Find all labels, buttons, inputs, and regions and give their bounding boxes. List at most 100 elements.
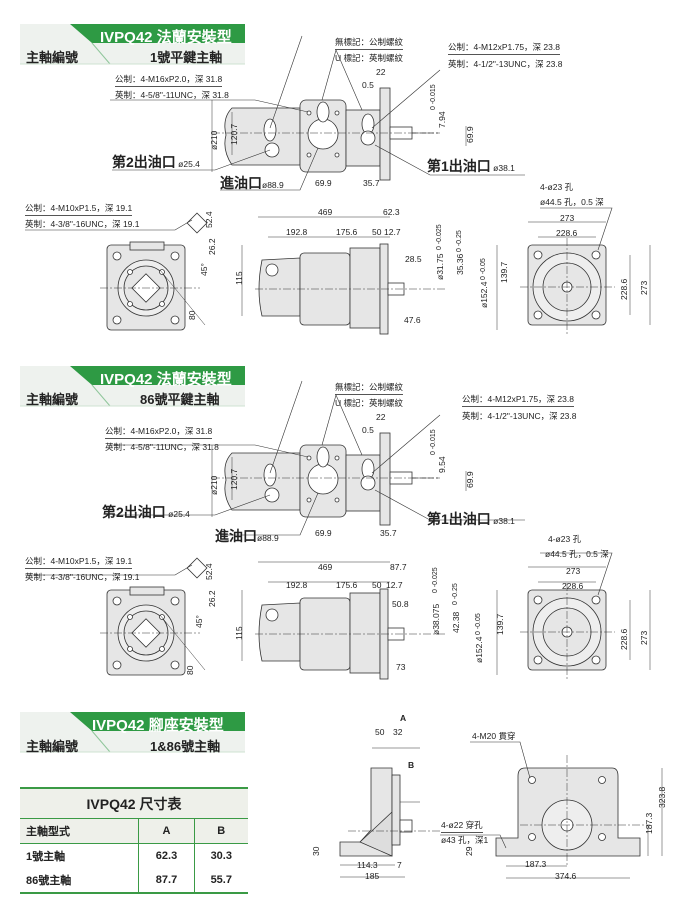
dim: 469 (318, 562, 333, 572)
dim: 228.6 (619, 628, 629, 650)
inlet-label: 進油口 (220, 175, 262, 191)
dim: ø88.9 (262, 180, 284, 190)
port2-metric: 公制：4-M16xP2.0，深 31.8 (115, 75, 223, 87)
dim: ø25.4 (168, 509, 190, 519)
dim: 7.94 (437, 111, 447, 128)
dim: 22 (376, 412, 386, 422)
dim: 187.3 (644, 812, 654, 834)
dim-tolerance: 0 -0.05 (480, 258, 487, 280)
dim: 42.38 (451, 611, 461, 633)
table-title: IVPQ42 尺寸表 (20, 787, 248, 819)
dim-tolerance: 0 -0.025 (436, 224, 443, 250)
hole-note: 4-ø23 孔 (548, 534, 582, 544)
shaft-label: 主軸編號 (26, 392, 79, 407)
dim: 45° (194, 615, 204, 628)
dim: 469 (318, 207, 333, 217)
hole-note: 4-ø22 穿孔 (441, 821, 483, 833)
dim: ø38.1 (493, 516, 515, 526)
spotface-note: ø44.5 孔，0.5 深 (545, 549, 609, 559)
cell: 62.3 (138, 843, 195, 868)
dim: 69.9 (465, 471, 475, 488)
dim: 22 (376, 67, 386, 77)
shaft-type: 86號平鍵主軸 (140, 392, 220, 407)
dim: 192.8 (286, 227, 308, 237)
dim: 139.7 (495, 613, 505, 635)
shaft-label: 主軸編號 (26, 50, 79, 65)
section-title: IVPQ42 法蘭安裝型 (100, 371, 232, 388)
spotface-note: ø43 孔，深1 (441, 835, 489, 845)
dim: 80 (185, 665, 195, 675)
inlet-label: 進油口 (215, 528, 257, 544)
dim: ø38.075 (431, 603, 441, 635)
thread-note-u: U 標記：英制螺紋 (335, 398, 404, 408)
thread-note: 4-M20 貫穿 (472, 731, 516, 741)
port2-imperial: 英制：4-5/8"-11UNC，深 31.8 (115, 90, 229, 100)
dim: 228.6 (562, 581, 584, 591)
section-title: IVPQ42 法蘭安裝型 (100, 29, 232, 46)
thread-note-metric: 無標記：公制螺紋 (335, 38, 404, 50)
dim-tolerance: 0 -0.25 (456, 230, 463, 252)
dim-tolerance: 0 -0.05 (475, 613, 482, 635)
dim: 273 (639, 280, 649, 295)
dim: 28.5 (405, 254, 422, 264)
dim: 35.36 (455, 253, 465, 275)
dim: ø25.4 (178, 159, 200, 169)
dim: 139.7 (499, 261, 509, 283)
dim: 29 (464, 846, 474, 856)
dim: 192.8 (286, 580, 308, 590)
dim: 175.6 (336, 580, 358, 590)
dim: 7 (397, 860, 402, 870)
dim: 62.3 (383, 207, 400, 217)
dim: 45° (199, 263, 209, 276)
spotface-note: ø44.5 孔，0.5 深 (540, 197, 604, 207)
outlet2-label: 第2出油口 (112, 154, 176, 170)
dim: 69.9 (315, 178, 332, 188)
dim: ø38.1 (493, 163, 515, 173)
col-header: 主軸型式 (20, 818, 139, 844)
dim: 9.54 (437, 456, 447, 473)
dim: 115 (234, 626, 244, 640)
section-flange-1: IVPQ42 法蘭安裝型 主軸編號 1號平鍵主軸 無標記：公制螺紋 U 標記：英… (0, 0, 700, 345)
dim: 187.3 (525, 859, 547, 869)
dim: 185 (365, 871, 380, 881)
dim: 26.2 (207, 590, 217, 607)
dim: 374.6 (555, 871, 577, 881)
dim: 273 (560, 213, 575, 223)
dim: 50 (375, 727, 385, 737)
dim: 80 (187, 310, 197, 320)
outlet2-label: 第2出油口 (102, 504, 166, 520)
end-thread-imperial: 英制：4-3/8"-16UNC，深 19.1 (25, 572, 140, 582)
col-header: B (193, 818, 248, 844)
dim: 35.7 (380, 528, 397, 538)
cell: 1號主軸 (26, 851, 66, 863)
dim: 30 (311, 846, 321, 856)
section-flange-86: IVPQ42 法蘭安裝型 主軸編號 86號平鍵主軸 無標記：公制螺紋 U 標記：… (0, 345, 700, 690)
port1-metric: 公制：4-M12xP1.75，深 23.8 (462, 395, 574, 407)
dim: 50 (372, 580, 382, 590)
dim: 175.6 (336, 227, 358, 237)
thread-note-u: U 標記：英制螺紋 (335, 53, 404, 63)
dim-tolerance: 0 -0.015 (430, 429, 437, 455)
dim: 47.6 (404, 315, 421, 325)
cell: 86號主軸 (20, 868, 139, 894)
port1-imperial: 英制：4-1/2"-13UNC，深 23.8 (462, 411, 577, 421)
dim: 26.2 (207, 238, 217, 255)
dim: 50 (372, 227, 382, 237)
port1-metric: 公制：4-M12xP1.75，深 23.8 (448, 43, 560, 55)
section-title: IVPQ42 腳座安裝型 (92, 717, 224, 734)
dim: ø210 (209, 130, 219, 150)
dim: 35.7 (363, 178, 380, 188)
dim: 114.3 (357, 860, 378, 870)
dim: 0.5 (362, 80, 374, 90)
dim-tolerance: 0 -0.25 (452, 583, 459, 605)
cell: 87.7 (138, 868, 195, 894)
dim: 12.7 (386, 580, 403, 590)
dim: ø88.9 (257, 533, 279, 543)
thread-note-metric: 無標記：公制螺紋 (335, 383, 404, 395)
dim-tolerance: 0 -0.025 (432, 567, 439, 593)
cell: 55.7 (193, 868, 248, 894)
end-thread-metric: 公制：4-M10xP1.5，深 19.1 (25, 557, 133, 569)
dim-b: B (408, 760, 415, 770)
